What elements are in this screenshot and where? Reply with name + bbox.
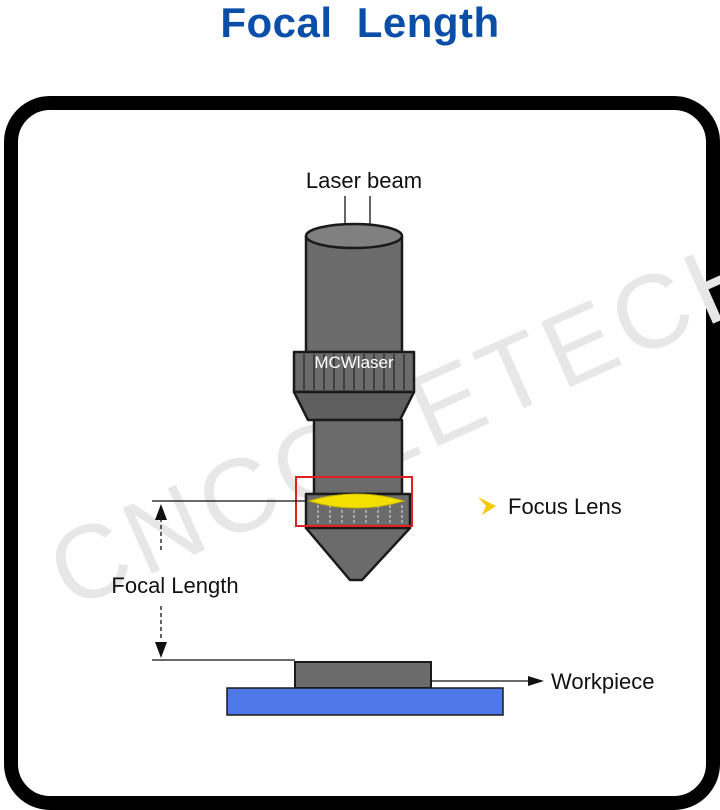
page-title: Focal Length xyxy=(220,0,500,46)
focal-length-label: Focal Length xyxy=(111,573,238,598)
arrow-right-icon xyxy=(528,676,544,686)
brand-label: MCWlaser xyxy=(314,353,394,372)
laser-beam-label: Laser beam xyxy=(306,168,422,193)
arrow-down-icon xyxy=(155,642,167,658)
machine-bed xyxy=(226,687,504,716)
focus-lens-label: Focus Lens xyxy=(508,494,622,519)
laser-beam-lines xyxy=(344,196,371,224)
workpiece xyxy=(294,661,432,689)
lens-housing-dashes xyxy=(317,505,403,526)
arrow-up-icon xyxy=(155,504,167,520)
focus-lens-marker-icon xyxy=(478,497,496,515)
focus-lens xyxy=(307,493,406,509)
focal-length-dimension xyxy=(152,500,306,661)
workpiece-label: Workpiece xyxy=(551,669,655,694)
